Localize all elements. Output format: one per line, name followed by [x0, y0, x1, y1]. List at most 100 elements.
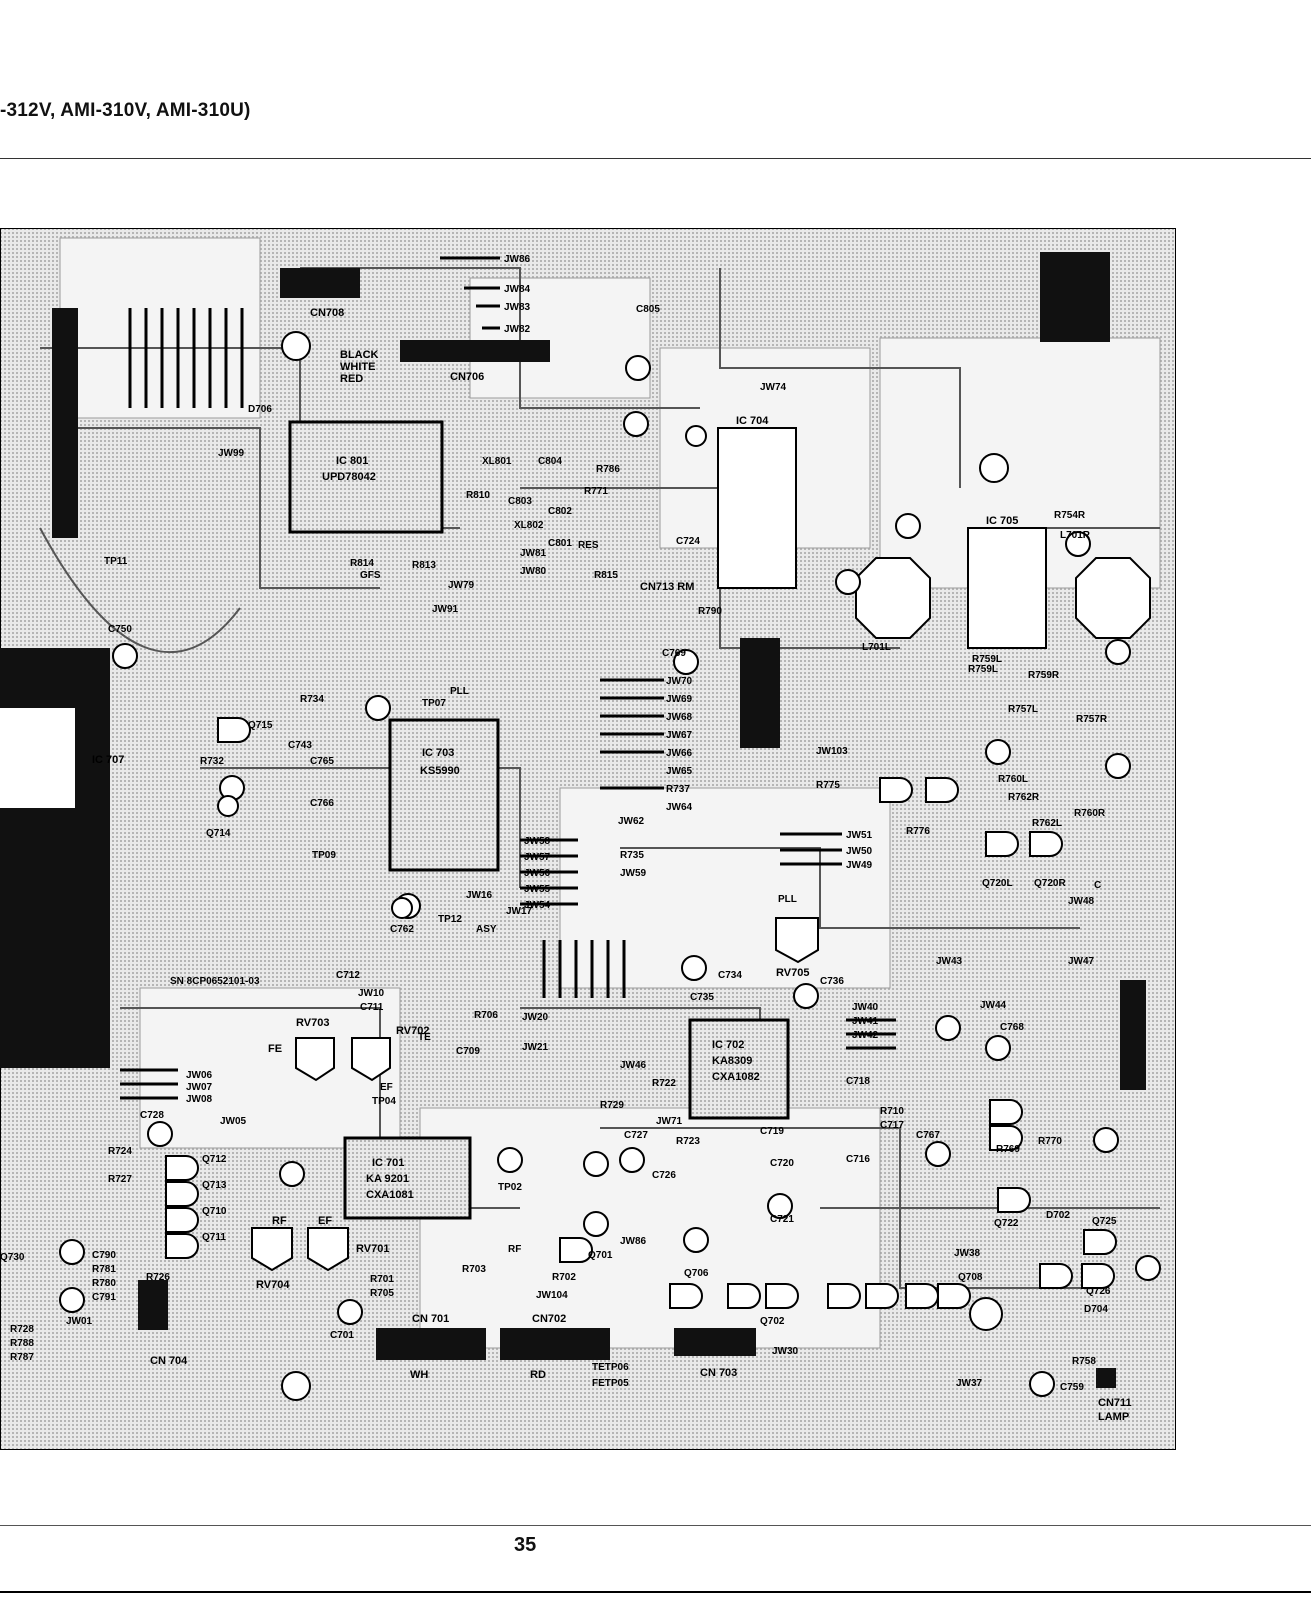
svg-text:R760L: R760L — [998, 774, 1028, 785]
svg-text:Q714: Q714 — [206, 828, 231, 839]
label-ic705: IC 705 — [986, 515, 1018, 527]
svg-text:C: C — [1094, 880, 1101, 891]
svg-text:RF: RF — [272, 1215, 287, 1227]
svg-text:JW74: JW74 — [760, 382, 787, 393]
svg-text:FETP05: FETP05 — [592, 1378, 629, 1389]
svg-text:TP02: TP02 — [498, 1182, 522, 1193]
svg-text:Q706: Q706 — [684, 1268, 709, 1279]
svg-text:C750: C750 — [108, 624, 132, 635]
svg-text:TE: TE — [418, 1032, 431, 1043]
label-cn706: CN706 — [450, 371, 484, 383]
svg-text:RV704: RV704 — [256, 1279, 290, 1291]
svg-text:TP12: TP12 — [438, 914, 462, 925]
svg-text:C701: C701 — [330, 1330, 354, 1341]
svg-text:JW67: JW67 — [666, 730, 693, 741]
svg-text:JW81: JW81 — [520, 548, 547, 559]
svg-text:R780: R780 — [92, 1278, 116, 1289]
label-wh: WH — [410, 1369, 428, 1381]
svg-text:R757L: R757L — [1008, 704, 1038, 715]
page-number: 35 — [514, 1534, 537, 1556]
label-ic707: IC 707 — [92, 754, 124, 766]
svg-text:JW08: JW08 — [186, 1094, 213, 1105]
svg-text:JW07: JW07 — [186, 1082, 213, 1093]
svg-text:R790: R790 — [698, 606, 722, 617]
label-ic801: IC 801 — [336, 455, 368, 467]
svg-text:JW16: JW16 — [466, 890, 493, 901]
cn711 — [1096, 1368, 1116, 1388]
cn701 — [376, 1328, 486, 1360]
svg-text:JW69: JW69 — [666, 694, 693, 705]
svg-text:RV703: RV703 — [296, 1017, 329, 1029]
svg-text:Q715: Q715 — [248, 720, 273, 731]
svg-text:R757R: R757R — [1076, 714, 1108, 725]
rv703 — [295, 1037, 335, 1082]
ic704 — [717, 427, 797, 589]
svg-text:TP07: TP07 — [422, 698, 446, 709]
svg-text:C766: C766 — [310, 798, 334, 809]
ic801 — [288, 420, 444, 534]
svg-text:C802: C802 — [548, 506, 572, 517]
svg-text:JW82: JW82 — [504, 324, 531, 335]
svg-text:Q730: Q730 — [0, 1252, 25, 1263]
l701l — [855, 557, 931, 639]
label-rd: RD — [530, 1369, 546, 1381]
svg-text:Q701: Q701 — [588, 1250, 613, 1261]
svg-text:TP11: TP11 — [104, 556, 128, 567]
svg-text:R760R: R760R — [1074, 808, 1106, 819]
svg-text:FE: FE — [268, 1043, 282, 1055]
svg-text:PLL: PLL — [778, 894, 797, 905]
svg-text:JW80: JW80 — [520, 566, 547, 577]
mount-hole-ic705 — [979, 453, 1009, 483]
svg-text:C726: C726 — [652, 1170, 676, 1181]
svg-text:C718: C718 — [846, 1076, 870, 1087]
svg-text:R814: R814 — [350, 558, 374, 569]
svg-text:JW06: JW06 — [186, 1070, 213, 1081]
ic701 — [343, 1136, 472, 1220]
label-ka8309: KA8309 — [712, 1055, 752, 1067]
rv704 — [251, 1227, 293, 1272]
svg-text:JW40: JW40 — [852, 1002, 879, 1013]
svg-text:Q711: Q711 — [202, 1232, 226, 1243]
svg-text:ASY: ASY — [476, 924, 497, 935]
cn708 — [280, 268, 360, 298]
svg-text:RV701: RV701 — [356, 1243, 389, 1255]
svg-text:JW51: JW51 — [846, 830, 873, 841]
svg-text:JW68: JW68 — [666, 712, 693, 723]
svg-text:C803: C803 — [508, 496, 532, 507]
cn710 — [1120, 980, 1146, 1090]
svg-text:C719: C719 — [760, 1126, 784, 1137]
svg-text:R759R: R759R — [1028, 670, 1060, 681]
ic702 — [688, 1018, 790, 1120]
cn704 — [138, 1280, 168, 1330]
svg-text:RV702: RV702 — [396, 1025, 429, 1037]
label-upd78042: UPD78042 — [322, 471, 376, 483]
svg-text:Q726: Q726 — [1086, 1286, 1111, 1297]
svg-text:TP04: TP04 — [372, 1096, 396, 1107]
label-cn711: CN711 — [1098, 1397, 1132, 1409]
svg-text:XL802: XL802 — [514, 520, 544, 531]
label-cn708: CN708 — [310, 307, 344, 319]
svg-text:C790: C790 — [92, 1250, 116, 1261]
label-white: WHITE — [340, 361, 375, 373]
footer-divider — [0, 1525, 1311, 1526]
label-ka9201: KA 9201 — [366, 1173, 409, 1185]
svg-text:C791: C791 — [92, 1292, 116, 1303]
svg-text:R759L: R759L — [972, 654, 1002, 665]
svg-text:Q712: Q712 — [202, 1154, 227, 1165]
svg-text:C759: C759 — [1060, 1382, 1084, 1393]
svg-text:Q710: Q710 — [202, 1206, 227, 1217]
svg-text:C765: C765 — [310, 756, 334, 767]
label-cxa1081: CXA1081 — [366, 1189, 414, 1201]
label-ic703: IC 703 — [422, 747, 454, 759]
svg-text:R771: R771 — [584, 486, 608, 497]
rv701 — [307, 1227, 349, 1272]
svg-text:L701L: L701L — [862, 642, 891, 653]
svg-text:JW47: JW47 — [1068, 956, 1095, 967]
svg-text:JW44: JW44 — [980, 1000, 1007, 1011]
svg-text:JW38: JW38 — [954, 1248, 981, 1259]
svg-text:C712: C712 — [336, 970, 360, 981]
svg-text:JW57: JW57 — [524, 852, 551, 863]
svg-text:SN 8CP0652101-03: SN 8CP0652101-03 — [170, 976, 260, 987]
svg-text:C711: C711 — [360, 1002, 384, 1013]
svg-text:JW20: JW20 — [522, 1012, 549, 1023]
